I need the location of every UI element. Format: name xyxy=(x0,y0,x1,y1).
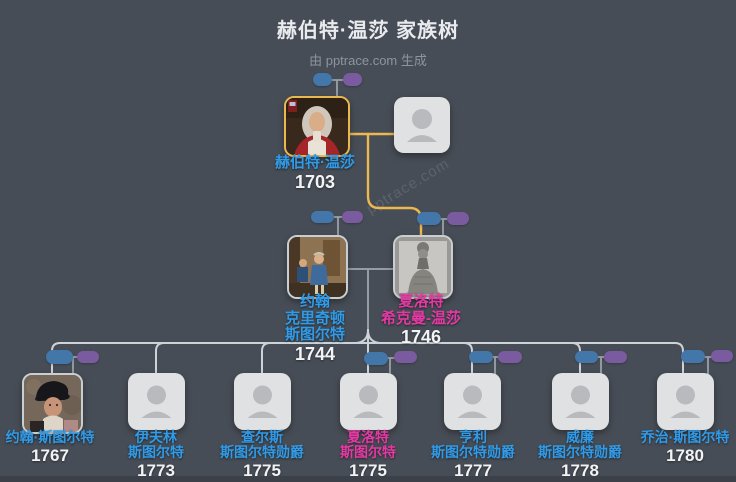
person-year: 1703 xyxy=(294,171,336,192)
person-name: 斯图尔特勋爵 xyxy=(538,444,622,460)
child3-placeholder[interactable] xyxy=(234,373,291,430)
header: 赫伯特·温莎 家族树 由 pptrace.com 生成 xyxy=(0,14,736,69)
child7-label: 乔治·斯图尔特 1780 xyxy=(625,429,736,466)
person-name: 乔治·斯图尔特 xyxy=(640,429,730,445)
portrait-john-stuart-painting xyxy=(24,375,81,432)
child1-purple-pill[interactable] xyxy=(77,351,99,363)
child7-placeholder[interactable] xyxy=(657,373,714,430)
child4-placeholder[interactable] xyxy=(340,373,397,430)
person-name: 希克曼-温莎 xyxy=(381,309,461,327)
person-year: 1775 xyxy=(243,461,281,480)
person-name: 斯图尔特 xyxy=(284,326,345,343)
person-name: 约翰·斯图尔特 xyxy=(5,429,95,445)
child1-blue-pill[interactable] xyxy=(46,350,73,364)
portrait-herbert-painting xyxy=(286,98,348,155)
child5-label: 亨利 斯图尔特勋爵 1777 xyxy=(413,429,533,481)
bottom-edge-strip xyxy=(0,476,736,482)
father-blue-pill[interactable] xyxy=(311,211,334,223)
child2-placeholder[interactable] xyxy=(128,373,185,430)
child4-blue-pill[interactable] xyxy=(364,352,388,365)
person-name: 克里奇顿 xyxy=(284,309,345,327)
mother-blue-pill[interactable] xyxy=(417,212,441,225)
mother-label: 夏洛特 希克曼-温莎 1746 xyxy=(361,293,481,347)
child6-placeholder[interactable] xyxy=(552,373,609,430)
person-name: 赫伯特·温莎 xyxy=(275,154,355,171)
child5-purple-pill[interactable] xyxy=(498,351,522,363)
portrait-charlotte-engraving xyxy=(395,237,451,297)
person-name: 伊夫林 xyxy=(135,429,177,445)
page-subtitle: 由 pptrace.com 生成 xyxy=(309,53,427,68)
father-purple-pill[interactable] xyxy=(342,211,363,223)
child4-label: 夏洛特 斯图尔特 1775 xyxy=(308,429,428,481)
child1-label: 约翰·斯图尔特 1767 xyxy=(0,429,110,466)
person-placeholder-icon xyxy=(141,385,172,418)
person-name: 夏洛特 xyxy=(398,293,444,310)
child7-purple-pill[interactable] xyxy=(711,350,733,362)
person-name: 斯图尔特勋爵 xyxy=(220,444,304,460)
person-year: 1780 xyxy=(666,446,704,465)
child2-label: 伊夫林 斯图尔特 1773 xyxy=(96,429,216,481)
person-year: 1775 xyxy=(349,461,387,480)
person-year: 1777 xyxy=(454,461,492,480)
person-name: 约翰 xyxy=(299,293,330,310)
person-name: 威廉 xyxy=(566,429,594,445)
portrait-john-stuart-child[interactable] xyxy=(22,373,83,434)
portrait-herbert-windsor[interactable] xyxy=(284,96,350,157)
person-name: 斯图尔特 xyxy=(340,444,396,460)
person-placeholder-icon xyxy=(407,109,437,142)
page-title: 赫伯特·温莎 家族树 xyxy=(276,20,460,42)
person-placeholder-icon xyxy=(565,385,596,418)
root-label: 赫伯特·温莎 1703 xyxy=(255,154,375,192)
child5-placeholder[interactable] xyxy=(444,373,501,430)
person-name: 亨利 xyxy=(459,429,487,445)
person-year: 1746 xyxy=(400,327,442,347)
person-name: 查尔斯 xyxy=(241,429,283,445)
root-blue-pill[interactable] xyxy=(313,73,332,86)
person-year: 1744 xyxy=(294,343,336,364)
child6-purple-pill[interactable] xyxy=(604,351,627,363)
person-placeholder-icon xyxy=(247,385,278,418)
person-placeholder-icon xyxy=(670,385,701,418)
child5-blue-pill[interactable] xyxy=(469,351,493,363)
child7-blue-pill[interactable] xyxy=(681,350,705,363)
person-name: 夏洛特 xyxy=(347,429,389,445)
father-label: 约翰 克里奇顿 斯图尔特 1744 xyxy=(255,293,375,364)
person-year: 1773 xyxy=(137,461,175,480)
child3-label: 查尔斯 斯图尔特勋爵 1775 xyxy=(202,429,322,481)
person-year: 1767 xyxy=(31,446,69,465)
child4-purple-pill[interactable] xyxy=(394,351,417,363)
person-placeholder-icon xyxy=(457,385,488,418)
child6-label: 威廉 斯图尔特勋爵 1778 xyxy=(520,429,640,481)
child6-blue-pill[interactable] xyxy=(575,351,598,363)
root-spouse-placeholder[interactable] xyxy=(394,97,450,153)
mother-purple-pill[interactable] xyxy=(447,212,469,225)
person-placeholder-icon xyxy=(353,385,384,418)
portrait-john-painting xyxy=(289,237,346,297)
person-name: 斯图尔特勋爵 xyxy=(431,444,515,460)
person-year: 1778 xyxy=(561,461,599,480)
root-purple-pill[interactable] xyxy=(343,73,362,86)
portrait-john-crichton-stuart[interactable] xyxy=(287,235,348,299)
person-name: 斯图尔特 xyxy=(128,444,184,460)
portrait-charlotte-hickman-windsor[interactable] xyxy=(393,235,453,299)
